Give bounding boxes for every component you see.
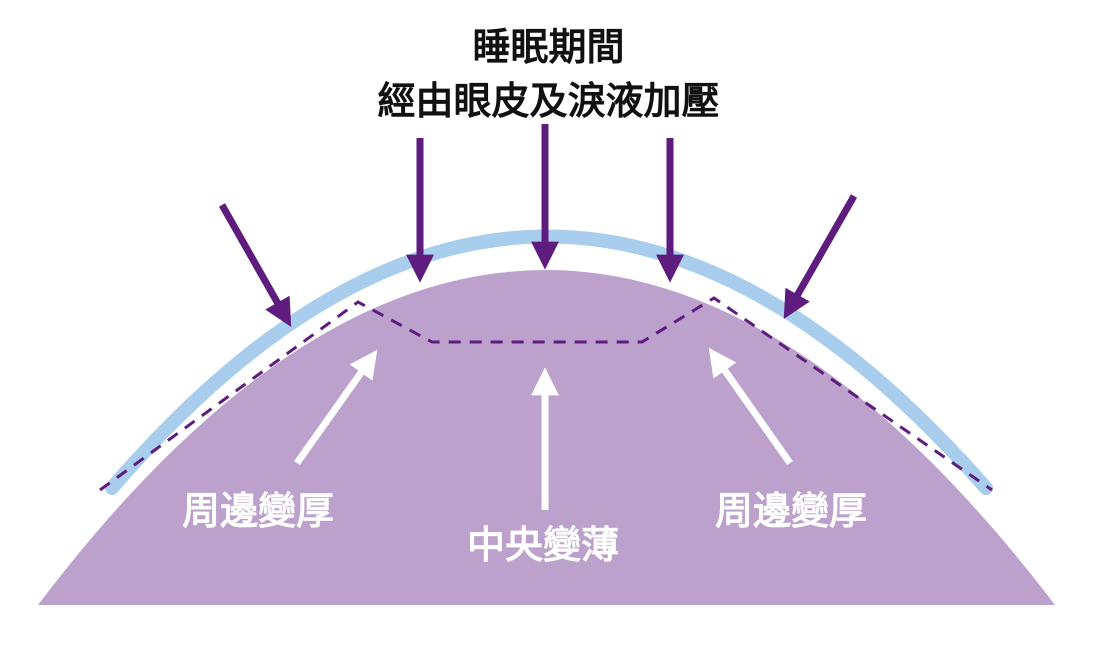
label-left-periphery-thicker: 周邊變厚: [182, 489, 335, 533]
reshaped-profile-dashed: [99, 296, 993, 492]
title-line-1: 睡眠期間: [472, 25, 625, 69]
arrow-up-icon: [294, 349, 378, 466]
label-center-thinner: 中央變薄: [467, 523, 620, 567]
arrow-down-icon: [218, 203, 292, 327]
label-right-periphery-thicker: 周邊變厚: [715, 489, 868, 533]
arrow-up-icon: [708, 347, 793, 466]
title-line-2: 經由眼皮及淚液加壓: [377, 79, 720, 123]
arrow-down-icon: [783, 194, 858, 319]
